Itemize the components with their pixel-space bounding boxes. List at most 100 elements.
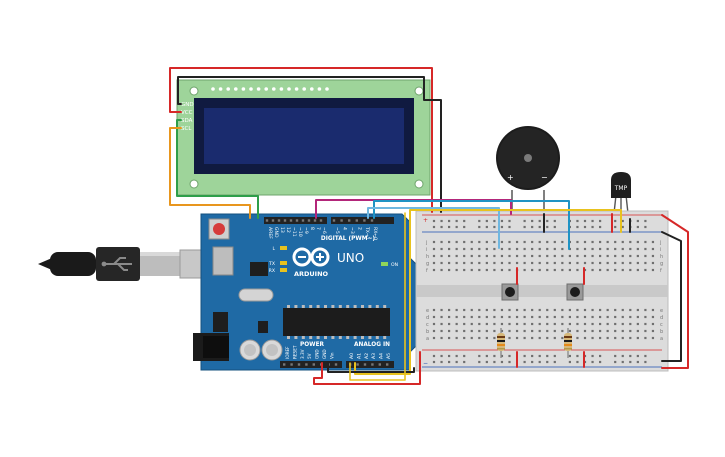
digital-header-label: DIGITAL (PWM~) [321,236,376,242]
usb-icon [101,257,132,271]
arduino-logo-icon [292,247,330,267]
rail-minus-left: − [423,360,428,367]
wire-yellow-a0 [349,212,406,381]
analog-pin-label: A5 [386,353,392,359]
power-pin-label: GND [315,349,320,359]
microcontroller-chip [283,305,390,339]
row-letter: c [660,322,663,328]
row-letter: e [660,308,663,314]
push-button-left[interactable] [501,283,519,301]
reset-button[interactable] [208,218,230,240]
led-label-rx: RX [269,268,275,274]
digital-pin-label: ~9 [303,227,309,234]
lcd-pin-sda: SDA [181,118,193,124]
row-letter: d [660,315,663,321]
power-pin-label: GND [322,349,327,359]
bottom-header-holes [283,363,389,366]
digital-pin-label: 4 [341,227,347,230]
digital-pin-label: ~6 [321,227,327,234]
power-pin-label: 3.3V [300,349,305,359]
row-letter: d [426,315,429,321]
usb-cable[interactable] [38,247,213,281]
status-leds: L TX RX ON [268,246,398,274]
power-pin-label: IOREF [285,346,290,359]
row-letter: f [660,268,662,274]
digital-pin-label: ~5 [334,227,340,234]
resistor-left [497,328,505,358]
buzzer-plus-label: + [507,173,514,182]
digital-pin-label: TX→1 [364,226,370,240]
analog-pin-label: A2 [364,353,370,359]
row-letter: g [660,261,663,267]
row-letter: i [660,247,661,253]
digital-pin-label: 8 [309,227,315,230]
wire-red-5v [313,351,421,385]
digital-pin-label: RX←0 [372,227,378,240]
wire-cyan-button-right [373,200,570,250]
row-letter: e [426,308,429,314]
digital-pin-label: 2 [357,227,363,230]
power-pin-label: RESET [292,345,297,359]
wires [169,67,689,385]
analog-header-label: ANALOG IN [354,342,390,348]
sensor-label: TMP [614,185,628,192]
buzzer-minus-label: − [541,173,548,182]
power-header-label: POWER [300,342,325,348]
analog-pin-label: A1 [356,353,362,359]
wire-black-rail-right [661,231,682,362]
lcd-pin-gnd: GND [181,102,194,108]
wire-black-lcd-gnd [177,76,442,213]
analog-pin-label: A0 [349,353,355,359]
digital-pin-label: ~11 [291,227,297,237]
breadboard-holes [432,219,655,364]
led-label-tx: TX [268,261,275,267]
analog-pin-label: A3 [371,353,377,359]
wire-green-lcd-sda [176,119,259,219]
wire-lightblue-button-left [367,207,500,249]
row-letter: f [426,268,428,274]
lcd-pin-scl: SCL [181,126,192,132]
lcd-screen [204,108,404,164]
push-button-right[interactable] [566,283,584,301]
digital-pin-label: GND [273,227,279,238]
lcd-module[interactable]: GND VCC SDA SCL [176,79,431,196]
row-letter: j [425,240,427,246]
wire-red-lcd-vcc [169,67,433,213]
row-letter: g [426,261,429,267]
analog-pin-label: A4 [379,353,385,359]
wire-orange-lcd-scl [169,127,251,219]
lcd-pin-vcc: VCC [181,110,193,116]
resistor-right [564,328,572,358]
lcd-pin-holes [211,87,329,91]
wire-red-rail-right [661,214,689,369]
row-letter: b [660,329,663,335]
row-letter: h [426,254,429,260]
digital-pin-label: AREF [267,227,273,239]
row-letter: a [660,336,663,342]
power-pin-label: 5V [307,353,312,359]
arduino-logo-text: ARDUINO [294,270,329,278]
capacitors [239,339,283,361]
power-pin-label: Vin [329,352,334,359]
board-model-label: UNO [337,251,364,265]
row-letter: c [426,322,429,328]
row-letter: b [426,329,429,335]
digital-header-holes [265,219,374,222]
piezo-buzzer[interactable]: + − [496,126,560,213]
digital-pin-label: ~10 [297,227,303,237]
power-jack[interactable] [193,333,229,361]
row-letter: j [659,240,661,246]
on-label: ON [391,262,398,268]
digital-pin-label: 13 [279,227,285,233]
row-letter: a [426,336,429,342]
digital-pin-label: 7 [315,227,321,230]
wire-black-gnd [327,362,415,373]
